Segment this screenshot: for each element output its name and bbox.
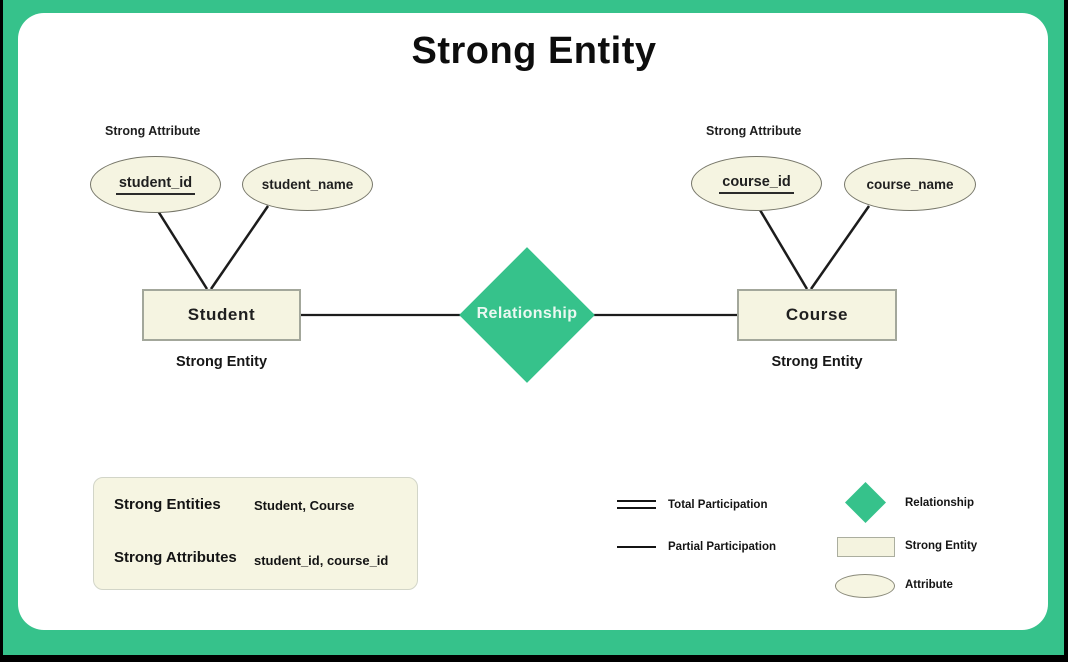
summary-row-label: Strong Entities <box>114 496 221 513</box>
legend-rectangle-icon <box>837 537 895 557</box>
key-attribute-text: course_id <box>719 174 794 194</box>
attribute-text: course_name <box>866 177 954 192</box>
entity-name: Student <box>187 305 256 324</box>
left-strong-attribute-label: Strong Attribute <box>105 124 201 138</box>
legend-label-attribute: Attribute <box>905 579 953 591</box>
attribute-ellipse-course-id: course_id <box>691 156 822 211</box>
entity-name: Course <box>785 305 849 324</box>
relationship-label: Relationship <box>476 305 578 322</box>
summary-box: Strong Entities Student, Course Strong A… <box>93 477 418 590</box>
legend-label-total-participation: Total Participation <box>668 499 768 511</box>
total-participation-symbol <box>617 500 656 509</box>
attribute-text: student_name <box>261 177 354 192</box>
left-strong-entity-caption: Strong Entity <box>175 354 268 370</box>
summary-row-value: Student, Course <box>254 498 355 513</box>
legend-ellipse-icon <box>835 574 895 598</box>
entity-rect-course: Course <box>737 289 897 341</box>
entity-rect-student: Student <box>142 289 301 341</box>
legend-label-relationship: Relationship <box>905 497 975 509</box>
summary-row-value: student_id, course_id <box>254 553 389 568</box>
legend-label-strong-entity: Strong Entity <box>905 540 978 552</box>
summary-row-label: Strong Attributes <box>114 549 237 566</box>
key-attribute-text: student_id <box>115 175 196 195</box>
page-title: Strong Entity <box>411 30 657 72</box>
right-strong-attribute-label: Strong Attribute <box>706 124 802 138</box>
legend-label-partial-participation: Partial Participation <box>668 541 777 553</box>
partial-participation-symbol <box>617 546 656 548</box>
attribute-ellipse-course-name: course_name <box>844 158 976 211</box>
right-strong-entity-caption: Strong Entity <box>771 354 863 370</box>
attribute-ellipse-student-id: student_id <box>90 156 221 213</box>
attribute-ellipse-student-name: student_name <box>242 158 373 211</box>
